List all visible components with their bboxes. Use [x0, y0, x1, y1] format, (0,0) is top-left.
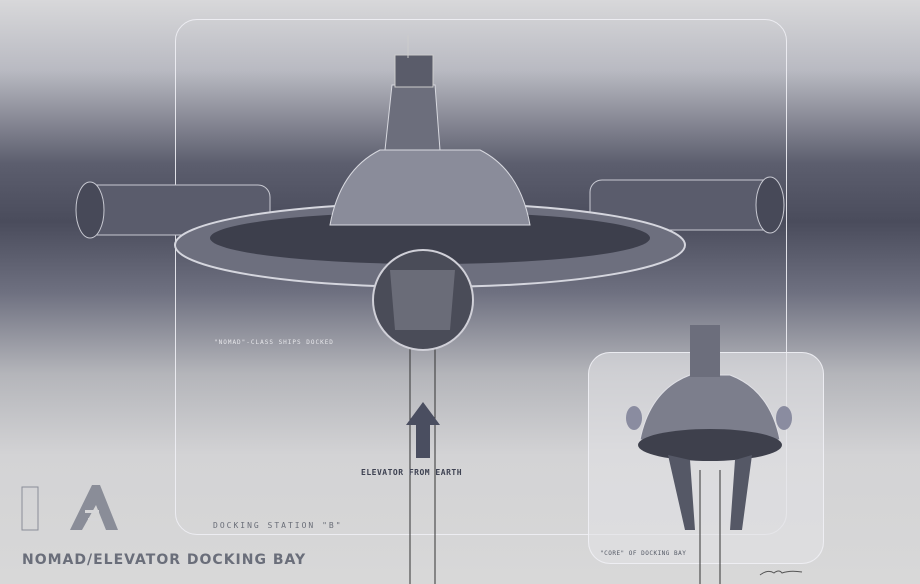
- docking-core: [626, 325, 792, 530]
- emblem-logo: [70, 485, 118, 530]
- artist-signature: [759, 570, 803, 576]
- ships-docked-label: "NOMAD"-CLASS SHIPS DOCKED: [214, 339, 334, 346]
- main-view-frame: [175, 19, 787, 535]
- docking-station-main: [75, 35, 785, 351]
- up-arrow-icon: [406, 402, 440, 458]
- studio-logo: [21, 486, 39, 531]
- core-label: "CORE" OF DOCKING BAY: [600, 550, 687, 557]
- station-label: DOCKING STATION "B": [213, 521, 343, 530]
- page-title: NOMAD/ELEVATOR DOCKING BAY: [22, 552, 307, 568]
- elevator-label: ELEVATOR FROM EARTH: [361, 468, 463, 477]
